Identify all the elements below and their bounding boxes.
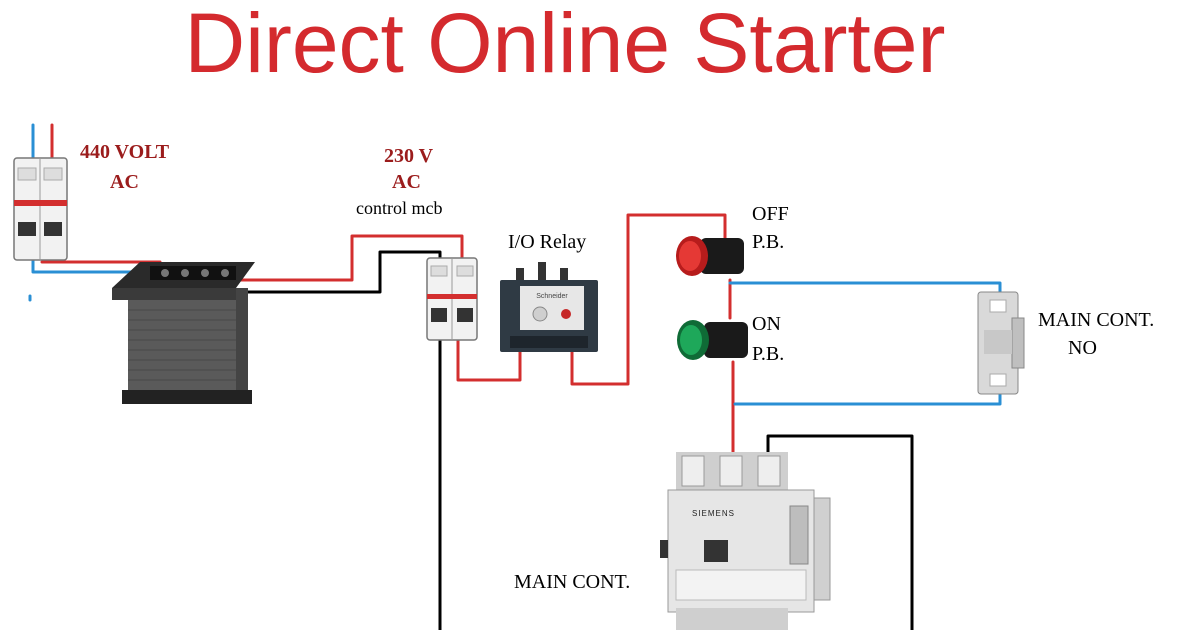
diagram-title: Direct Online Starter xyxy=(185,0,946,90)
relay-label: I/O Relay xyxy=(508,231,586,253)
hold-contact-wire-top xyxy=(728,281,1002,302)
control-mcb-label: control mcb xyxy=(356,198,442,218)
supply-voltage-label: 440 VOLT xyxy=(80,141,170,163)
off-push-button xyxy=(676,236,744,276)
on-pb-label-1: ON xyxy=(752,313,781,335)
relay-to-off-pb-wire xyxy=(570,213,727,386)
wires xyxy=(26,123,1002,630)
relay-brand: Schneider xyxy=(536,293,568,300)
control-transformer xyxy=(112,262,255,404)
mcb-to-relay-wire xyxy=(456,338,522,382)
primary-wire-1 xyxy=(31,254,157,274)
supply-type-label: AC xyxy=(110,171,139,193)
auxiliary-contact-block xyxy=(977,291,1025,395)
control-voltage-label: 230 V xyxy=(384,145,434,167)
main-contactor: SIEMENS xyxy=(660,452,831,630)
supply-mcb xyxy=(13,157,68,261)
on-push-button xyxy=(677,320,748,360)
contactor-brand: SIEMENS xyxy=(692,509,735,518)
control-type-label: AC xyxy=(392,171,421,193)
secondary-neutral-wire xyxy=(238,250,442,294)
aux-contact-label-2: NO xyxy=(1068,337,1097,359)
on-pb-label-2: P.B. xyxy=(752,343,784,365)
hold-contact-wire-bottom xyxy=(733,386,1002,406)
control-mcb xyxy=(426,257,478,341)
overload-relay: Schneider xyxy=(500,262,598,352)
off-pb-label-2: P.B. xyxy=(752,231,784,253)
main-contactor-label: MAIN CONT. xyxy=(514,571,630,593)
aux-contact-label-1: MAIN CONT. xyxy=(1038,309,1154,331)
off-pb-label-1: OFF xyxy=(752,203,789,225)
coil-return-wire xyxy=(766,434,914,630)
secondary-live-wire xyxy=(238,234,464,282)
